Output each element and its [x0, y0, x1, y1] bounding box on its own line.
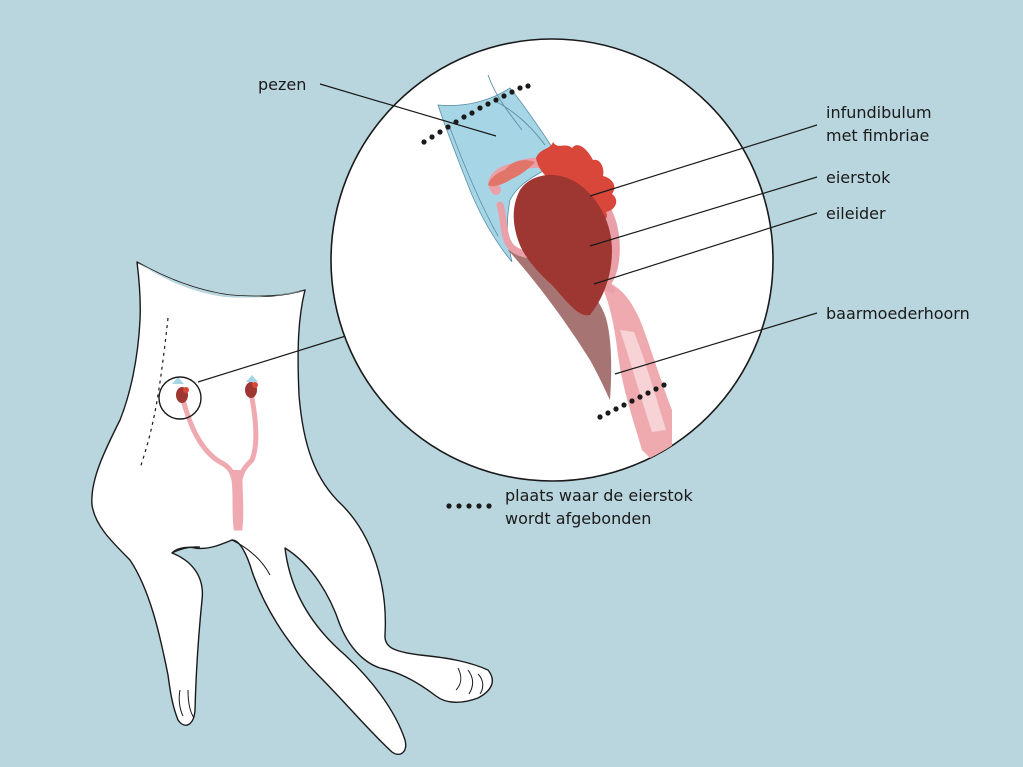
ovary-left-small: [172, 377, 189, 403]
leader-eierstok: [589, 176, 818, 247]
label-eileider-text: eileider: [826, 204, 886, 223]
legend-dots: [446, 503, 492, 509]
dog-body: [91, 261, 494, 756]
label-eileider: eileider: [826, 202, 886, 225]
reproductive-tract-small: [158, 375, 259, 531]
leader-eileider: [593, 212, 818, 285]
toe-lines-right: [455, 667, 484, 695]
leader-infundibulum: [589, 124, 818, 197]
legend-text: plaats waar de eierstok wordt afgebonden: [505, 484, 693, 530]
label-pezen: pezen: [258, 73, 306, 96]
leg-contour-right: [231, 539, 271, 576]
uterine-horn-highlight: [620, 330, 666, 432]
leader-pezen: [319, 83, 497, 137]
label-infundibulum: infundibulum met fimbriae: [826, 101, 932, 147]
magnified-anatomy: [437, 74, 672, 480]
label-pezen-text: pezen: [258, 75, 307, 94]
label-baarmoederhoorn: baarmoederhoorn: [826, 302, 970, 325]
ligation-dots-top: [421, 83, 531, 145]
label-baarmoederhoorn-text: baarmoederhoorn: [826, 304, 970, 323]
leader-baarmoederhoorn: [614, 312, 818, 375]
label-infundibulum-line2: met fimbriae: [826, 126, 930, 145]
tendon-fiber-1: [487, 74, 523, 131]
label-eierstok-text: eierstok: [826, 168, 891, 187]
ovary-right-small: [245, 375, 258, 398]
tendon-fiber-2: [496, 101, 546, 146]
ligation-dots-bottom: [597, 382, 667, 420]
tendon-fiber-3: [449, 127, 499, 237]
fimbriae-outer: [488, 160, 535, 187]
zoom-connector-line: [197, 334, 350, 383]
dog-illustration: [91, 261, 494, 756]
zoom-source-circle: [158, 376, 202, 420]
uterus-body-small: [231, 470, 243, 528]
ovary: [513, 174, 612, 316]
abdominal-opening: [137, 262, 305, 298]
label-eierstok: eierstok: [826, 166, 890, 189]
legend-text-line1: plaats waar de eierstok: [505, 486, 693, 505]
leg-contour-left: [171, 546, 201, 554]
incision-line: [139, 317, 169, 469]
toe-lines-left: [178, 689, 195, 719]
legend-text-line2: wordt afgebonden: [505, 509, 652, 528]
label-infundibulum-line1: infundibulum: [826, 103, 932, 122]
